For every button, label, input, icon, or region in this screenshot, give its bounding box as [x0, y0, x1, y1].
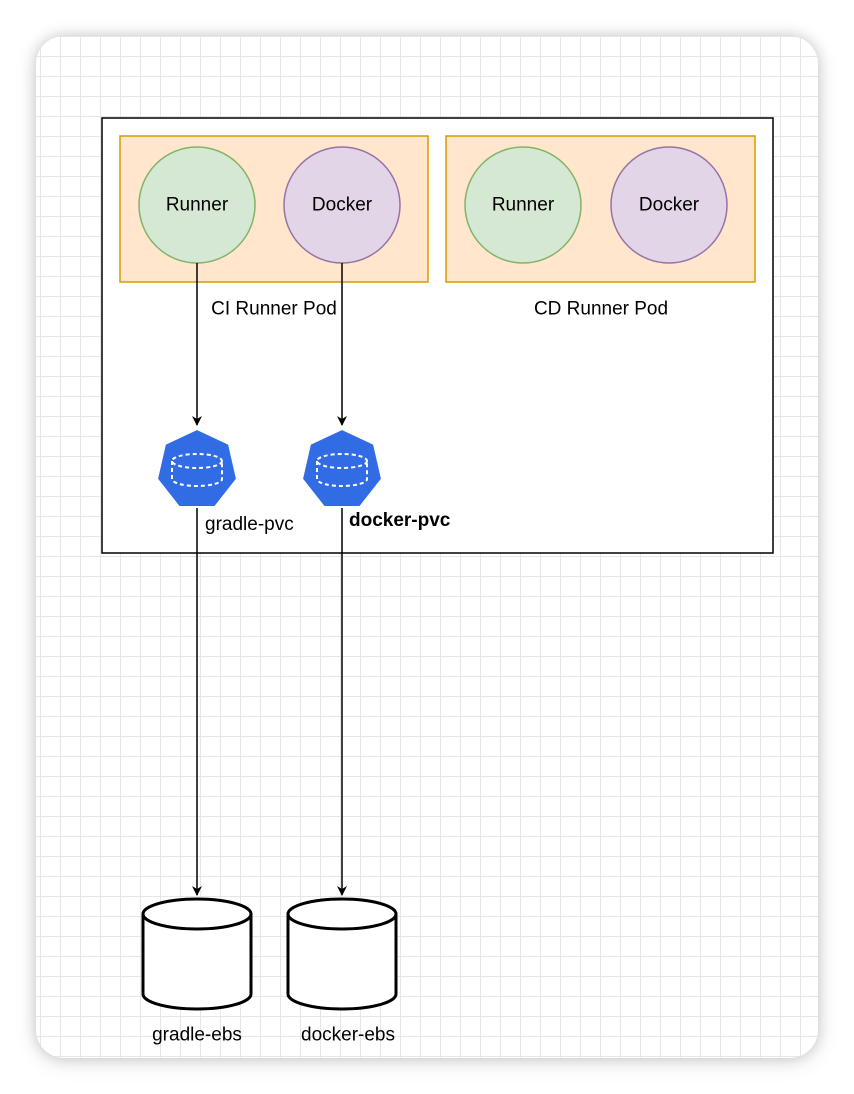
database-cylinder-icon — [286, 897, 398, 1011]
cd-docker-label: Docker — [639, 195, 700, 216]
cd-runner-label: Runner — [492, 195, 555, 216]
ci-pod-label: CI Runner Pod — [211, 299, 337, 320]
ci-runner-pod: Runner Docker — [119, 135, 429, 283]
cd-runner-container — [464, 146, 582, 264]
kubernetes-pvc-icon — [301, 428, 383, 508]
gradle-pvc-label: gradle-pvc — [205, 514, 294, 535]
gradle-ebs-label: gradle-ebs — [152, 1025, 242, 1046]
database-cylinder-icon — [141, 897, 253, 1011]
cd-pod-label: CD Runner Pod — [534, 299, 668, 320]
docker-pvc-label: docker-pvc — [349, 510, 451, 531]
ci-runner-label: Runner — [166, 195, 229, 216]
cd-docker-container — [610, 146, 728, 264]
ci-docker-label: Docker — [312, 195, 373, 216]
docker-ebs-label: docker-ebs — [301, 1025, 395, 1046]
kubernetes-pvc-icon — [156, 428, 238, 508]
cd-runner-pod: Runner Docker — [445, 135, 756, 283]
